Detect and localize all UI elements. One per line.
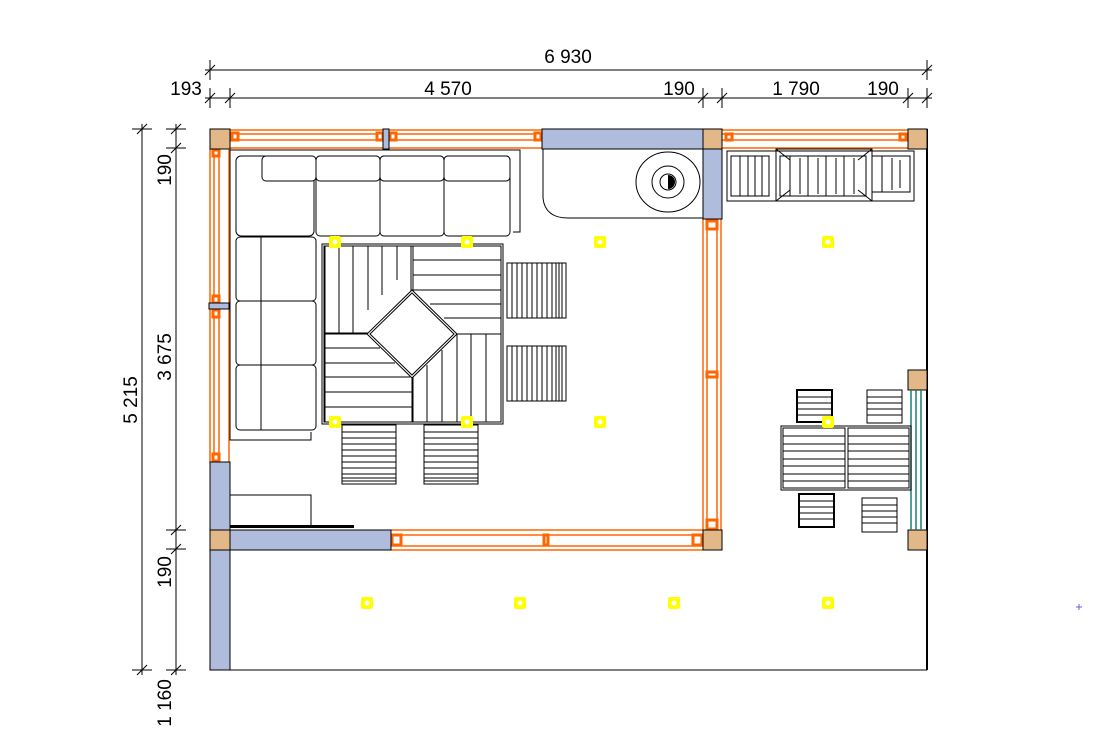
dim-seg-4: 1 790 bbox=[772, 79, 820, 100]
dim-seg-5: 190 bbox=[867, 79, 899, 100]
light-fixture-center bbox=[332, 419, 338, 425]
crosshair-marker-icon bbox=[1076, 604, 1082, 610]
dim-overall-depth: 5 215 bbox=[121, 376, 142, 424]
window-frame-icon bbox=[211, 452, 221, 463]
window-frame-icon bbox=[691, 533, 704, 547]
lounge-set bbox=[321, 243, 504, 425]
outer-boundary bbox=[210, 129, 928, 671]
grill-icon bbox=[668, 175, 675, 189]
lounge-chair bbox=[423, 424, 479, 485]
window-frame-icon bbox=[388, 131, 398, 142]
lounge-chair bbox=[506, 345, 567, 402]
coffee-table bbox=[366, 289, 458, 379]
window-frame-icon bbox=[230, 131, 240, 142]
dining-chair bbox=[798, 493, 835, 528]
dining-chair bbox=[796, 389, 833, 423]
sideboard bbox=[229, 494, 354, 528]
window-frame-icon bbox=[542, 533, 550, 547]
wall-bottom-left bbox=[229, 529, 392, 551]
light-fixture-center bbox=[825, 419, 831, 425]
dining-chair bbox=[861, 497, 898, 533]
window-frame-icon bbox=[705, 370, 719, 379]
post-icon bbox=[209, 529, 231, 551]
glazing-right-inner bbox=[702, 219, 722, 531]
post-icon bbox=[907, 128, 928, 150]
lounge-chair bbox=[341, 424, 397, 485]
light-fixture-center bbox=[332, 239, 338, 245]
light-fixture-center bbox=[364, 600, 370, 606]
kitchen-counter bbox=[542, 149, 703, 219]
light-fixture-center bbox=[464, 239, 470, 245]
window-frame-icon bbox=[390, 533, 403, 547]
light-fixture-center bbox=[517, 600, 523, 606]
window-frame-icon bbox=[705, 518, 719, 531]
wall-top-middle bbox=[541, 128, 704, 150]
wall-left-lower bbox=[209, 461, 231, 671]
dim-seg-3: 190 bbox=[663, 79, 695, 100]
dimension-top-segments: 193 4 570 190 1 790 190 bbox=[170, 79, 933, 108]
light-fixture-center bbox=[671, 600, 677, 606]
lounge-chair bbox=[506, 262, 567, 319]
window-frame-icon bbox=[211, 294, 221, 305]
window-frame-icon bbox=[898, 132, 908, 142]
window-frame-icon bbox=[211, 148, 221, 158]
post-icon bbox=[907, 369, 928, 391]
window-frame-icon bbox=[533, 131, 543, 142]
dim-overall-width: 6 930 bbox=[544, 47, 592, 68]
post-icon bbox=[702, 529, 723, 551]
dining-chair bbox=[866, 389, 903, 424]
glazing-top-right bbox=[722, 129, 908, 149]
post-icon bbox=[209, 128, 231, 150]
dim-vseg-4: 1 160 bbox=[155, 679, 176, 727]
dimension-left-segments: 190 3 675 190 1 160 bbox=[155, 123, 186, 727]
window-frame-icon bbox=[724, 132, 734, 142]
corner-sofa bbox=[229, 149, 521, 441]
window-frame-icon bbox=[375, 131, 385, 142]
light-fixture-center bbox=[825, 239, 831, 245]
dimension-left-overall: 5 215 bbox=[121, 123, 152, 676]
dim-vseg-2: 3 675 bbox=[155, 333, 176, 381]
window-frame-icon bbox=[705, 219, 719, 231]
sunbed-stack bbox=[726, 148, 915, 202]
dim-vseg-1: 190 bbox=[155, 154, 176, 186]
light-fixture-center bbox=[597, 239, 603, 245]
dining-table bbox=[780, 425, 912, 491]
mullion-top bbox=[382, 128, 390, 150]
dimension-top-overall: 6 930 bbox=[204, 47, 933, 80]
light-fixture-center bbox=[597, 419, 603, 425]
post-icon bbox=[702, 128, 723, 150]
wall-right-upper bbox=[702, 148, 723, 220]
post-icon bbox=[907, 529, 928, 551]
dim-seg-1: 193 bbox=[170, 79, 202, 100]
mullion-left bbox=[208, 302, 230, 310]
glazing-bottom bbox=[390, 529, 704, 551]
dim-vseg-3: 190 bbox=[155, 556, 176, 588]
window-frame-icon bbox=[211, 308, 221, 319]
light-fixture-center bbox=[825, 600, 831, 606]
sliding-door bbox=[910, 390, 922, 530]
light-fixture-center bbox=[464, 419, 470, 425]
dim-seg-2: 4 570 bbox=[424, 79, 472, 100]
light-fixtures bbox=[329, 236, 834, 609]
